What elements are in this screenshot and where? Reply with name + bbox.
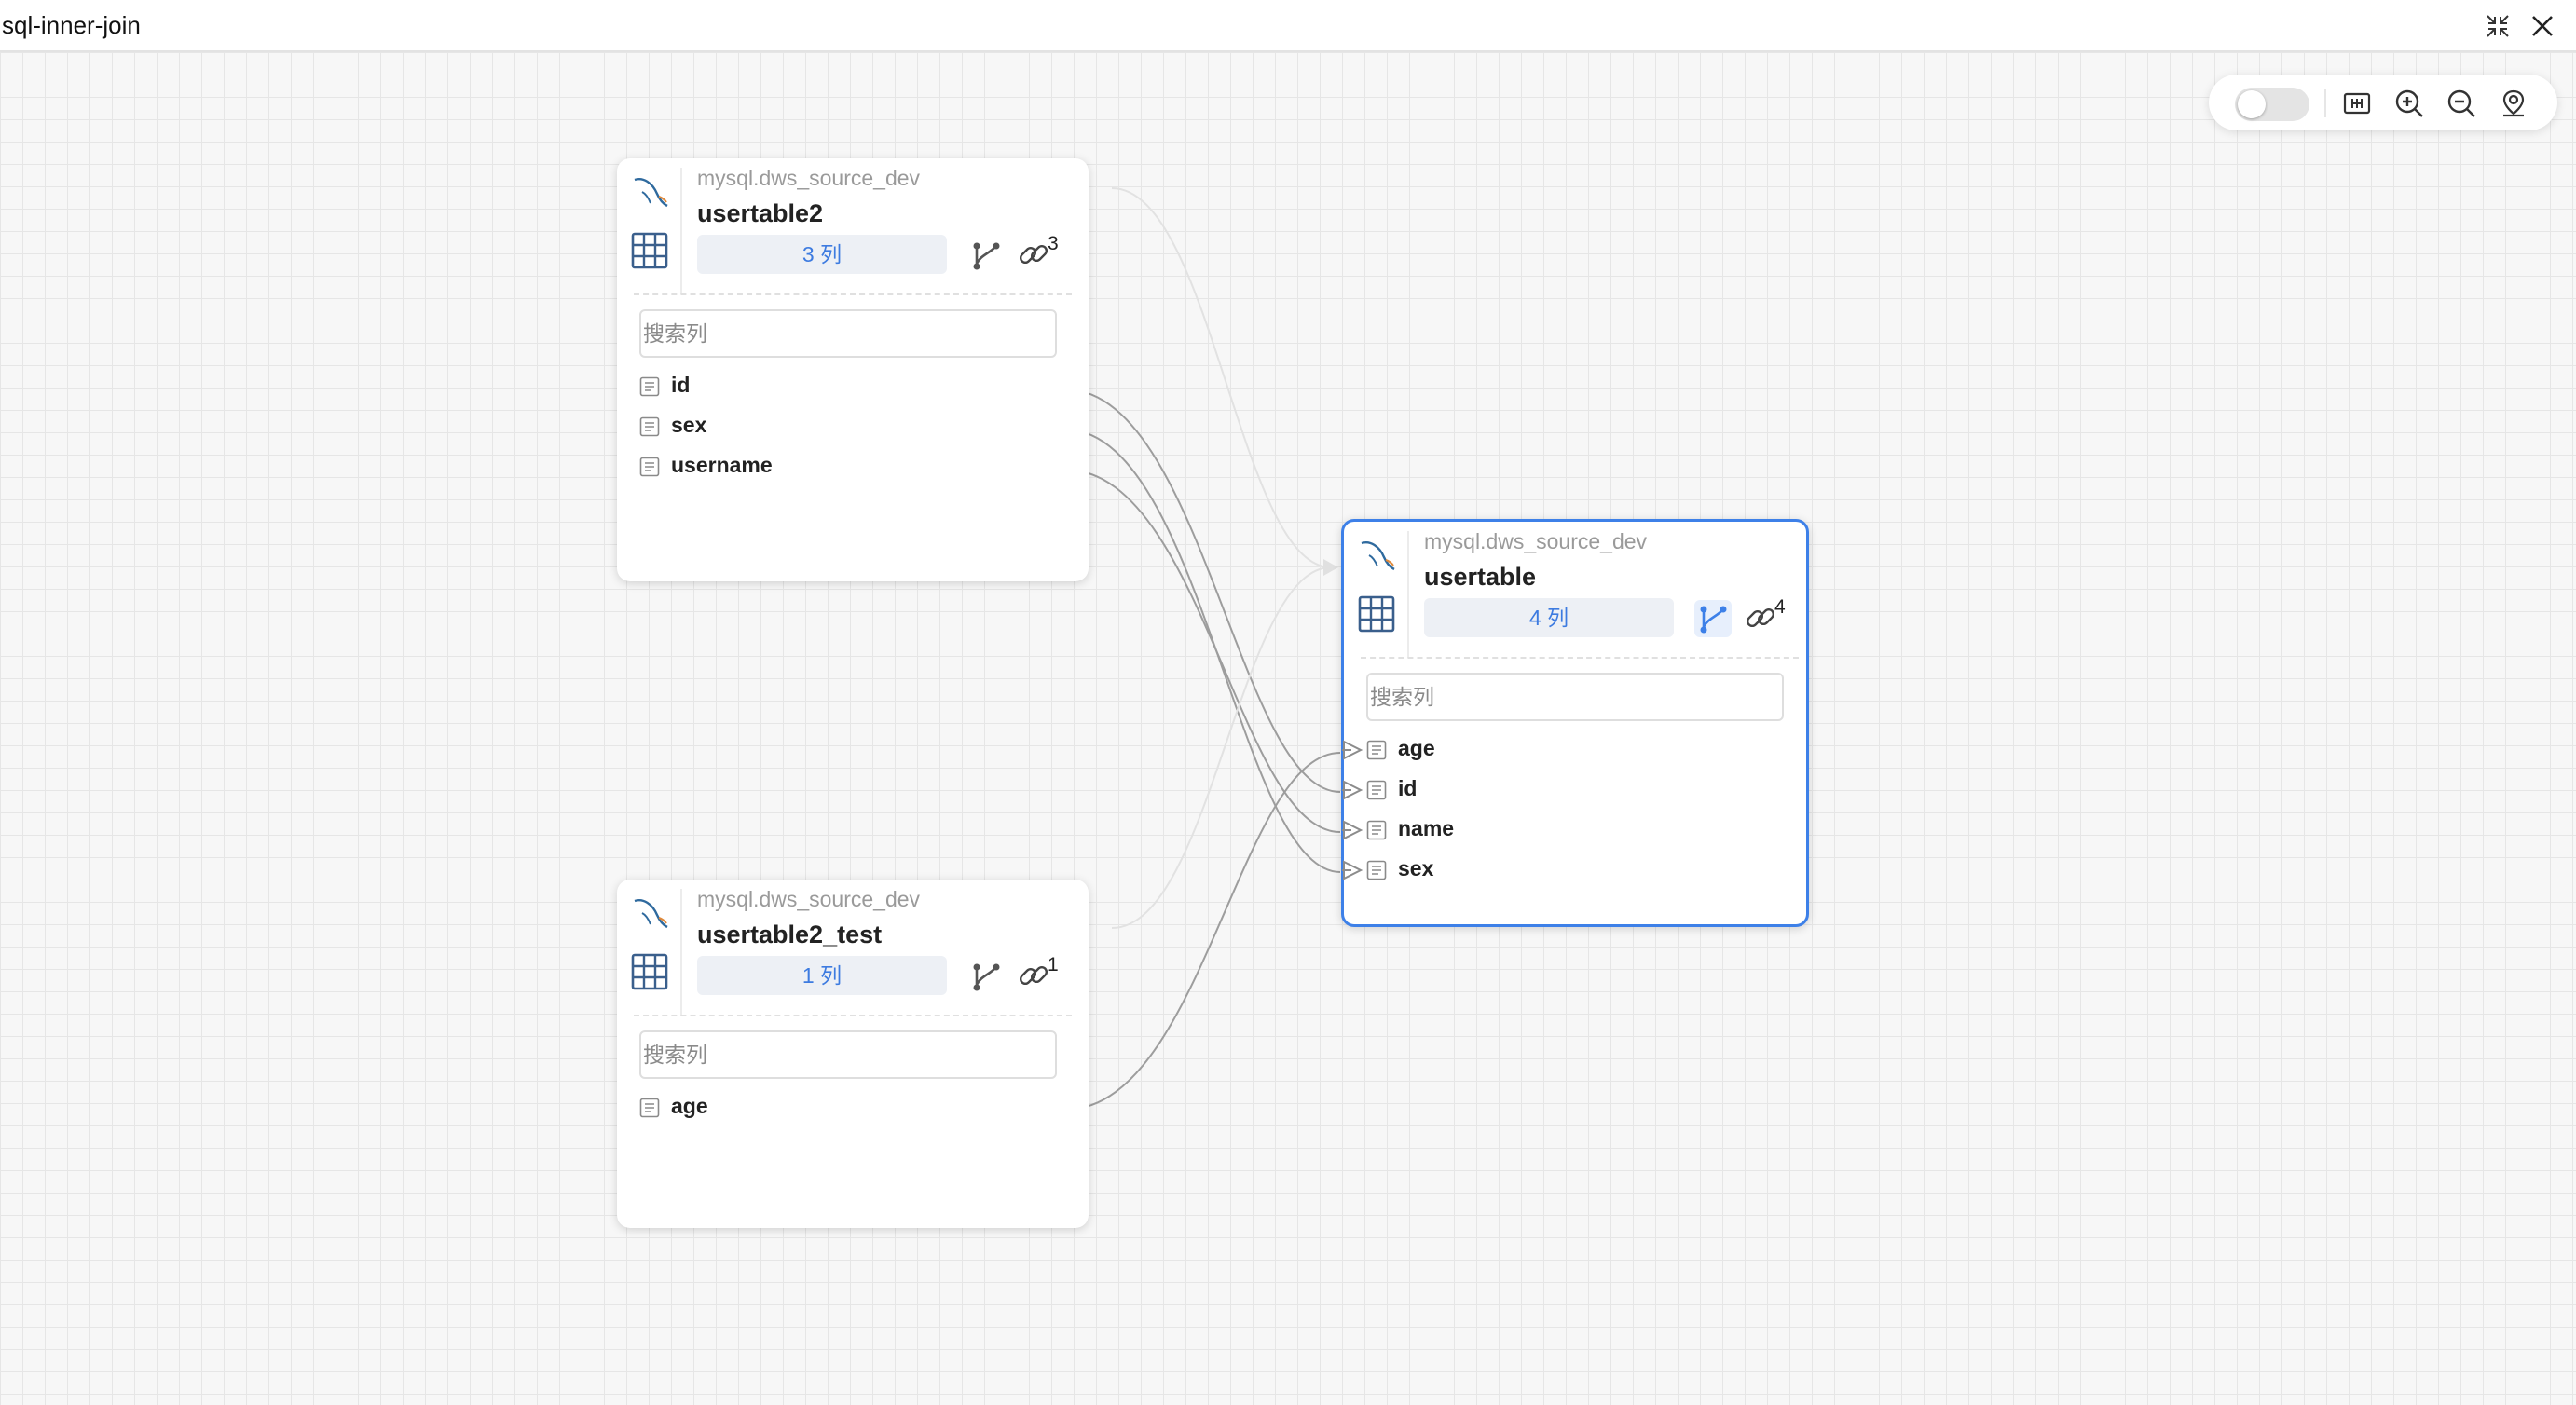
mysql-logo-icon (634, 178, 668, 208)
node-title: usertable2_test (697, 921, 883, 948)
close-icon[interactable] (2528, 11, 2557, 41)
node-source: mysql.dws_source_dev (1424, 529, 1648, 553)
link-count: 1 (1048, 954, 1059, 975)
layout-toggle[interactable] (2235, 88, 2309, 121)
edge-usertable2_test-to-usertable-table (1111, 566, 1332, 929)
column-field-icon (639, 416, 660, 437)
table-node-usertable2[interactable]: mysql.dws_source_dev usertable2 3 列 3 id (617, 158, 1089, 581)
zoom-in-icon[interactable] (2393, 88, 2425, 119)
column-name: username (671, 453, 773, 477)
link-icon[interactable] (1016, 237, 1051, 272)
column-search-input[interactable] (639, 1030, 1057, 1079)
column-row-username[interactable]: username (639, 449, 1057, 483)
column-field-icon (639, 376, 660, 397)
incoming-arrow-icon (1342, 740, 1363, 760)
edge-usertable2-sex-to-usertable-sex (1064, 429, 1341, 873)
column-count-badge[interactable]: 3 列 (697, 235, 947, 274)
table-edge-arrow (1323, 559, 1338, 576)
node-source: mysql.dws_source_dev (697, 166, 921, 190)
column-row-sex[interactable]: sex (639, 409, 1057, 443)
incoming-arrow-icon (1342, 780, 1363, 800)
column-name: age (1398, 736, 1435, 760)
column-count-badge[interactable]: 4 列 (1424, 598, 1674, 637)
window-title: sql-inner-join (2, 11, 141, 39)
section-divider (634, 1015, 1072, 1016)
edge-usertable2-username-to-usertable-name (1064, 469, 1341, 833)
incoming-arrow-icon (1342, 820, 1363, 840)
column-field-icon (1366, 860, 1387, 880)
header-divider (1407, 531, 1409, 658)
header-divider (680, 889, 682, 1016)
column-name: id (1398, 776, 1418, 800)
link-icon[interactable] (1743, 600, 1778, 635)
table-grid-icon (631, 232, 668, 269)
section-divider (634, 293, 1072, 295)
column-row-sex[interactable]: sex (1342, 853, 1784, 886)
table-node-usertable2_test[interactable]: mysql.dws_source_dev usertable2_test 1 列… (617, 880, 1089, 1228)
column-row-id[interactable]: id (639, 369, 1057, 402)
table-grid-icon (631, 953, 668, 990)
edge-usertable2-id-to-usertable-id (1064, 389, 1341, 793)
mysql-logo-icon (1361, 541, 1395, 571)
edge-layer (1064, 187, 1341, 1111)
title-bar: sql-inner-join (0, 0, 2576, 52)
lineage-branch-icon[interactable] (967, 958, 1005, 995)
header-divider (680, 168, 682, 294)
toggle-knob (2238, 90, 2266, 118)
column-count-badge[interactable]: 1 列 (697, 956, 947, 995)
lineage-canvas[interactable]: mysql.dws_source_dev usertable2 3 列 3 id (0, 52, 2576, 1405)
canvas-toolbar (2209, 75, 2557, 130)
column-row-id[interactable]: id (1342, 772, 1784, 806)
minimap-icon[interactable] (2341, 88, 2373, 119)
column-field-icon (1366, 820, 1387, 840)
column-row-age[interactable]: age (639, 1090, 1057, 1124)
column-name: id (671, 373, 691, 397)
toolbar-divider (2324, 89, 2326, 117)
collapse-icon[interactable] (2483, 11, 2513, 41)
edge-usertable2_test-age-to-usertable-age (1064, 752, 1341, 1111)
column-row-name[interactable]: name (1342, 812, 1784, 846)
link-count: 3 (1048, 233, 1059, 254)
mysql-logo-icon (634, 899, 668, 929)
column-name: sex (671, 413, 707, 437)
column-field-icon (639, 1098, 660, 1118)
column-search-input[interactable] (1366, 673, 1784, 721)
lineage-branch-icon[interactable] (1694, 600, 1732, 637)
column-field-icon (1366, 780, 1387, 800)
column-name: sex (1398, 856, 1434, 880)
zoom-out-icon[interactable] (2446, 88, 2477, 119)
column-row-age[interactable]: age (1342, 732, 1784, 766)
edge-usertable2-to-usertable-table (1111, 187, 1332, 568)
link-count: 4 (1774, 596, 1786, 618)
link-icon[interactable] (1016, 958, 1051, 993)
column-search-input[interactable] (639, 309, 1057, 358)
column-field-icon (639, 457, 660, 477)
section-divider (1361, 657, 1799, 659)
column-name: age (671, 1094, 708, 1118)
lineage-branch-icon[interactable] (967, 237, 1005, 274)
node-source: mysql.dws_source_dev (697, 887, 921, 911)
incoming-arrow-icon (1342, 860, 1363, 880)
node-title: usertable (1424, 563, 1537, 591)
locate-icon[interactable] (2498, 88, 2529, 119)
table-node-usertable[interactable]: mysql.dws_source_dev usertable 4 列 4 age (1341, 519, 1809, 927)
table-grid-icon (1358, 595, 1395, 633)
column-name: name (1398, 816, 1455, 840)
node-title: usertable2 (697, 199, 824, 227)
column-field-icon (1366, 740, 1387, 760)
